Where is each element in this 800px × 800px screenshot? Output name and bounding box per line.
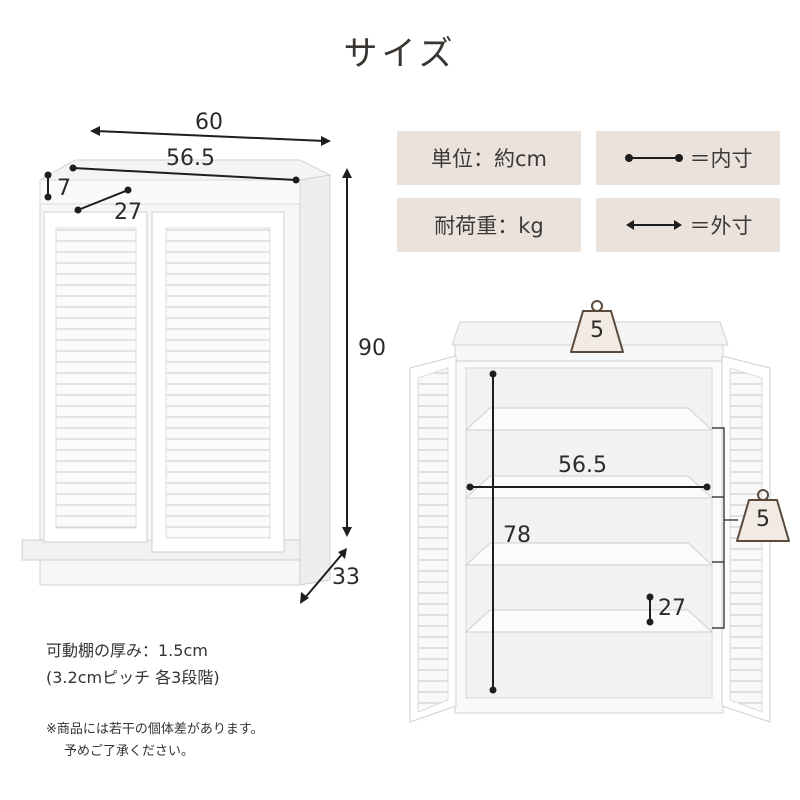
shelf-thickness-note: 可動棚の厚み：1.5cm [46,641,208,660]
top-depth-label: 27 [114,200,142,225]
outer-label: ＝外寸 [689,214,753,238]
inner-width-label: 56.5 [166,146,215,171]
inner-dimension-line-icon [624,154,683,162]
disclaimer-line1: ※商品には若干の個体差があります。 [46,722,264,737]
inner-legend: ＝内寸 [596,131,780,185]
outer-depth-label: 33 [332,565,360,590]
page-title: サイズ [343,34,457,74]
outer-width-label: 60 [195,110,223,135]
load-label: 耐荷重：kg [434,214,544,238]
top-load-value: 5 [590,318,604,343]
disclaimer-line2: 予めご了承ください。 [64,744,195,759]
outer-dimension-arrow-icon [625,220,682,230]
rail-height-label: 7 [57,176,71,201]
shelf-load-value: 5 [756,507,770,532]
shelf-pitch-note: (3.2cmピッチ 各3段階) [46,668,220,687]
open-inner-width-label: 56.5 [558,453,607,478]
unit-label: 単位：約cm [430,147,547,171]
outer-legend: ＝外寸 [596,198,780,252]
shelf-depth-label: 27 [658,596,686,621]
inner-label: ＝内寸 [689,147,753,171]
unit-legend: 単位：約cm [397,131,581,185]
inner-height-label: 78 [503,523,531,548]
outer-height-label: 90 [358,336,386,361]
load-legend: 耐荷重：kg [397,198,581,252]
